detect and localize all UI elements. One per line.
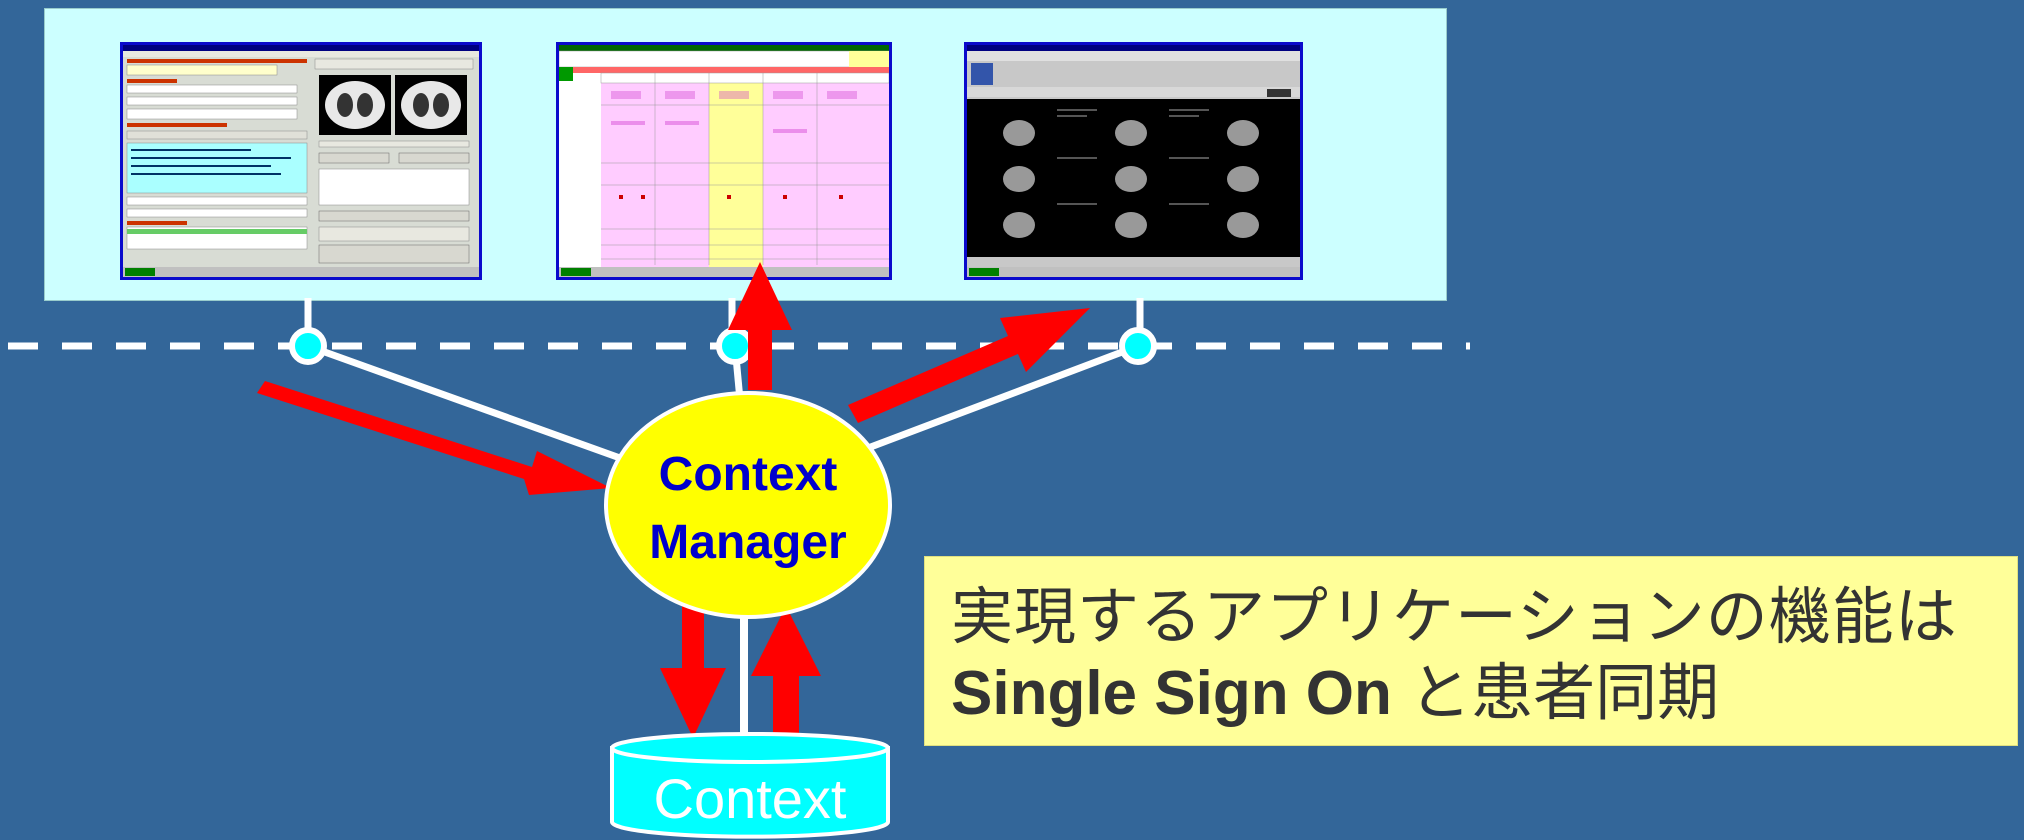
ct-viewer-screen-graphic — [967, 45, 1300, 277]
connector-line-app1 — [306, 342, 622, 462]
app-screenshot-patient-order — [120, 42, 482, 280]
schedule-grid-screen-graphic — [559, 45, 889, 277]
connection-node-app2 — [716, 327, 754, 365]
context-manager-node — [604, 391, 892, 619]
caption-line-2: Single Sign On と患者同期 — [951, 655, 2017, 732]
arrow-manager-to-context — [660, 605, 726, 738]
context-database-label: Context — [654, 767, 847, 830]
arrow-manager-to-app2 — [728, 262, 792, 390]
caption-patient-sync: と患者同期 — [1409, 656, 1720, 729]
app-screenshot-ct-viewer — [964, 42, 1303, 280]
patient-order-screen-graphic — [123, 45, 479, 277]
caption-line-1: 実現するアプリケーションの機能は — [951, 580, 1958, 653]
caption-single-sign-on: Single Sign On — [951, 659, 1392, 728]
context-manager-label-line1: Context — [659, 448, 838, 501]
arrow-manager-to-app3 — [848, 308, 1090, 423]
caption-box: 実現するアプリケーションの機能は Single Sign On と患者同期 — [924, 556, 2018, 746]
context-database — [610, 732, 890, 839]
context-manager-label-line2: Manager — [649, 516, 846, 569]
connector-line-app3 — [866, 342, 1140, 452]
connection-node-app3 — [1119, 327, 1157, 365]
connection-node-app1 — [289, 327, 327, 365]
app-screenshot-schedule-grid — [556, 42, 892, 280]
arrow-app1-to-manager — [257, 381, 611, 495]
arrow-context-to-manager — [751, 606, 821, 738]
